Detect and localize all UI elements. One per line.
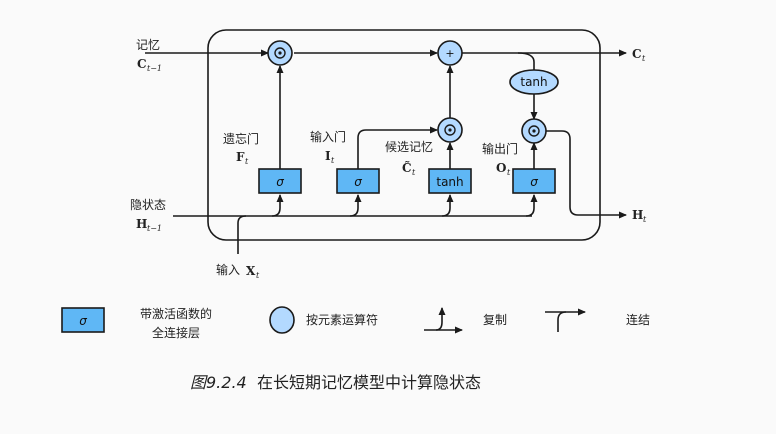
memory-to-tanh-line [517,52,535,70]
lstm-cell-boundary [207,29,601,241]
tanh-operator-label: tanh [520,75,547,89]
legend-copy-label: 复制 [483,313,507,327]
candidate-memory-box: tanh [428,168,472,194]
candidate-memory-function: tanh [436,175,463,189]
legend-copy-arrow-vertical [435,307,446,331]
output-gate-input-line [525,194,538,217]
input-gate-label: 输入门 [310,129,346,144]
forget-gate-label: 遗忘门 [223,131,259,146]
tanh-operator: tanh [509,69,559,95]
input-gate-symbol: I [325,149,331,163]
forget-gate-input-line [271,194,284,217]
legend-fc-box [61,307,105,333]
output-gate-symbol: O [496,161,506,175]
candidate-memory-label: 候选记忆 [385,140,433,154]
forget-gate-box: σ [258,168,302,194]
forget-gate-subscript: t [245,157,249,166]
legend-concat-label: 连结 [626,312,650,327]
hidden-output-subscript: t [643,215,647,224]
legend-fc-label-line2: 全连接层 [152,325,200,340]
legend-elementwise-circle [269,306,295,334]
legend-fc-layer: σ 带激活函数的 全连接层 [61,306,212,340]
memory-input-label: 记忆 [136,38,160,52]
figure-number: 图9.2.4 [190,373,247,392]
add-operator: + [437,40,463,66]
forget-gate-function: σ [276,175,284,189]
legend-fc-symbol: σ [79,314,87,328]
input-gate-output-line [357,126,438,169]
x-input-label: 输入 [216,262,240,277]
memory-output-subscript: t [642,54,646,63]
input-gate-function: σ [354,175,362,189]
output-gate-subscript: t [507,168,511,177]
output-gate-function: σ [530,175,538,189]
forget-gate-symbol: F [236,150,245,164]
hidden-out-line [546,130,627,219]
candidate-memory-symbol: C̃ [402,160,412,175]
input-gate-input-line [349,194,362,217]
input-line [237,215,247,254]
output-gate-box: σ [512,168,556,194]
output-gate-label: 输出门 [482,141,518,156]
legend-concat-join [557,311,567,332]
hidden-input-symbol: H [136,217,147,231]
legend-concat: 连结 [545,308,650,332]
input-gate-box: σ [336,168,380,194]
x-input-subscript: t [256,271,260,280]
memory-output-symbol: C [632,47,642,61]
input-multiply-operator [437,117,463,143]
forget-multiply-operator [267,40,293,66]
legend-fc-label-line1: 带激活函数的 [140,306,212,321]
x-input-symbol: X [246,264,256,278]
input-gate-subscript: t [331,156,335,165]
memory-input-symbol: C [137,57,147,71]
hidden-input-label: 隐状态 [130,198,166,212]
output-multiply-operator [521,118,547,144]
candidate-input-line [441,194,454,217]
memory-input-subscript: t−1 [147,64,162,73]
legend-elementwise: 按元素运算符 [269,306,378,334]
candidate-memory-subscript: t [412,168,416,177]
figure-caption: 在长短期记忆模型中计算隐状态 [257,373,481,392]
legend-copy: 复制 [424,307,507,334]
add-symbol: + [445,47,454,60]
legend-elementwise-label: 按元素运算符 [306,312,378,327]
hidden-output-symbol: H [632,208,643,222]
hidden-input-subscript: t−1 [147,224,162,233]
